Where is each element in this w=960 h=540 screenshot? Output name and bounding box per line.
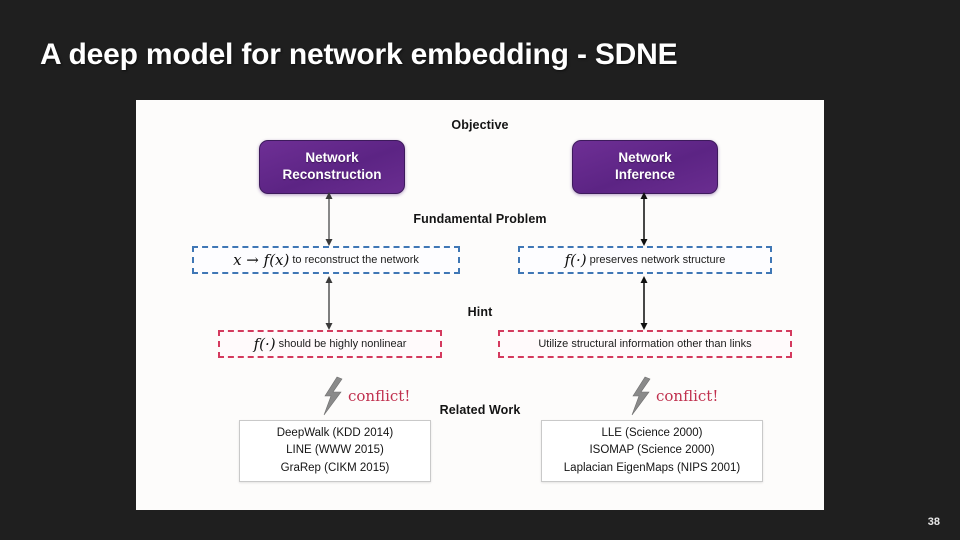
hint-box-structural-information[interactable]: Utilize structural information other tha… <box>498 330 792 358</box>
related-work-item: GraRep (CIKM 2015) <box>280 461 390 474</box>
conflict-marker-right: conflict! <box>630 376 718 416</box>
stage-label-fundamental-problem: Fundamental Problem <box>413 212 547 226</box>
problem-text-left: to reconstruct the network <box>292 254 419 266</box>
objective-box-network-reconstruction[interactable]: Network Reconstruction <box>259 140 405 194</box>
connector-objective-to-problem-right <box>640 192 648 246</box>
connector-problem-to-hint-right <box>640 276 648 330</box>
problem-box-reconstruct[interactable]: x → f(x) to reconstruct the network <box>192 246 460 274</box>
connector-problem-to-hint-left <box>325 276 333 330</box>
stage-label-related-work: Related Work <box>439 403 521 417</box>
diagram-panel: Objective Fundamental Problem Hint Relat… <box>136 100 824 510</box>
related-work-item: DeepWalk (KDD 2014) <box>276 427 394 440</box>
problem-math-right: f(·) <box>564 251 587 269</box>
hint-box-nonlinear[interactable]: f(·) should be highly nonlinear <box>218 330 442 358</box>
objective-line-2: Inference <box>614 167 676 182</box>
problem-text-right: preserves network structure <box>589 254 726 266</box>
hint-text-left: should be highly nonlinear <box>278 338 407 350</box>
objective-line-1: Network <box>305 150 359 166</box>
stage-label-objective: Objective <box>451 118 509 132</box>
hint-math-left: f(·) <box>253 335 276 353</box>
related-work-item: LLE (Science 2000) <box>601 427 703 440</box>
problem-math-left: x → f(x) <box>233 251 290 269</box>
conflict-label: conflict! <box>348 387 411 405</box>
connector-objective-to-problem-left <box>325 192 333 246</box>
page-title: A deep model for network embedding - SDN… <box>40 38 678 71</box>
related-work-box-left[interactable]: DeepWalk (KDD 2014) LINE (WWW 2015) GraR… <box>239 420 431 482</box>
conflict-marker-left: conflict! <box>322 376 410 416</box>
objective-line-2: Reconstruction <box>282 167 382 182</box>
objective-box-network-inference[interactable]: Network Inference <box>572 140 718 194</box>
related-work-item: Laplacian EigenMaps (NIPS 2001) <box>563 461 741 474</box>
conflict-label: conflict! <box>656 387 719 405</box>
related-work-item: ISOMAP (Science 2000) <box>589 444 715 457</box>
related-work-box-right[interactable]: LLE (Science 2000) ISOMAP (Science 2000)… <box>541 420 763 482</box>
lightning-bolt-icon <box>631 376 651 416</box>
problem-box-preserve-structure[interactable]: f(·) preserves network structure <box>518 246 772 274</box>
objective-line-1: Network <box>618 150 672 166</box>
lightning-bolt-icon <box>323 376 343 416</box>
stage-label-hint: Hint <box>467 305 493 319</box>
related-work-item: LINE (WWW 2015) <box>286 444 384 457</box>
page-number: 38 <box>927 516 940 528</box>
hint-text-right: Utilize structural information other tha… <box>538 338 752 350</box>
